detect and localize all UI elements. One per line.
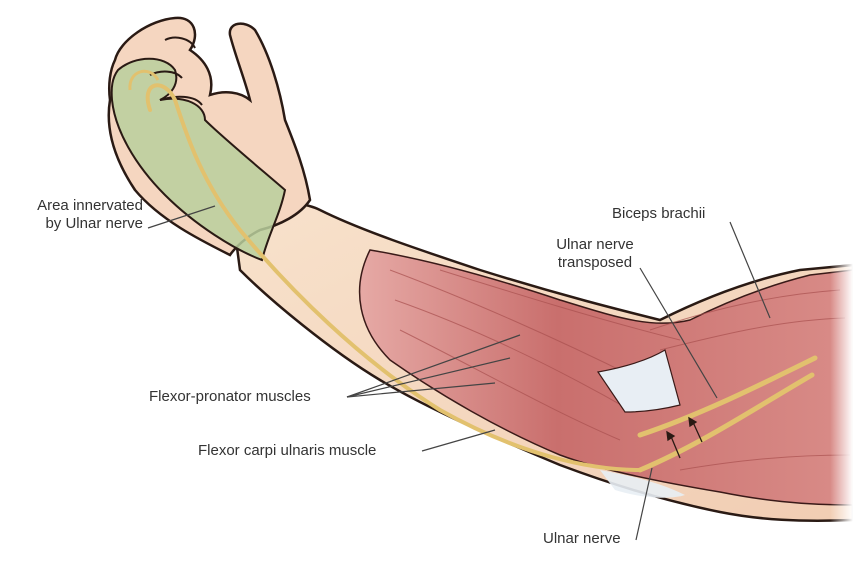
- tendon-elbow: [600, 470, 685, 498]
- label-line: Area innervated: [37, 197, 143, 214]
- label-line: by Ulnar nerve: [45, 215, 143, 232]
- ulnar-nerve-path: [145, 83, 642, 472]
- label-biceps-brachii: Biceps brachii: [612, 205, 706, 222]
- label-line: Ulnar nerve: [556, 236, 634, 253]
- label-ulnar-nerve-transposed: Ulnar nerve transposed: [545, 236, 645, 272]
- label-line: transposed: [557, 254, 633, 271]
- label-flexor-pronator: Flexor-pronator muscles: [149, 388, 311, 405]
- tendon: [596, 349, 681, 413]
- label-ulnar-nerve: Ulnar nerve: [543, 530, 621, 547]
- leader-lines: [147, 205, 771, 541]
- label-area-innervated: Area innervated by Ulnar nerve: [0, 197, 143, 233]
- label-flexor-carpi-ulnaris: Flexor carpi ulnaris muscle: [198, 442, 377, 459]
